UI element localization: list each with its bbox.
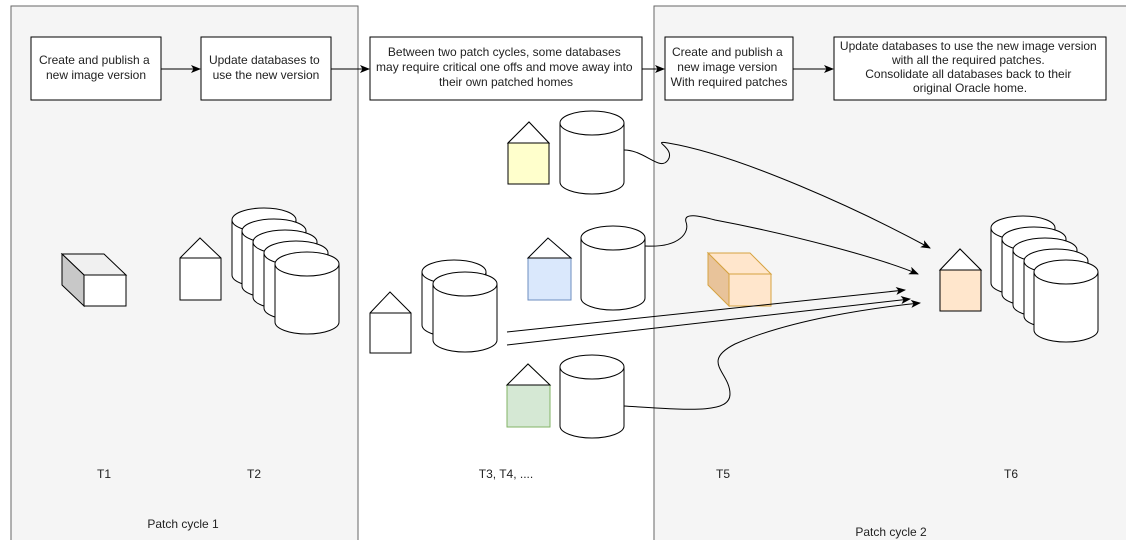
step-box-create-publish-text: Create and publish a new image version: [39, 53, 153, 82]
patch-cycle-2-label: Patch cycle 2: [855, 525, 927, 539]
oracle-home-icon: [179, 237, 222, 301]
database-icon: [559, 110, 625, 195]
arrow-main-to-consolidated-2: [506, 296, 911, 346]
step-box-create-publish: Create and publish a new image version: [30, 36, 162, 101]
step-box-create-publish-patches: Create and publish a new image version W…: [664, 36, 794, 101]
image-cube-patched-icon: [706, 251, 773, 308]
step-box-critical-one-offs-text: Between two patch cycles, some databases…: [376, 45, 636, 89]
patched-home-blue-icon: [526, 237, 573, 301]
step-box-consolidate: Update databases to use the new image ve…: [833, 36, 1107, 101]
timeline-label-t1: T1: [97, 467, 111, 481]
step-box-critical-one-offs: Between two patch cycles, some databases…: [369, 36, 643, 101]
database-stack-icon: [421, 259, 498, 353]
step-box-update-databases-text: Update databases to use the new version: [209, 53, 323, 82]
timeline-label-t2: T2: [247, 467, 261, 481]
patched-home-green-icon: [505, 363, 552, 428]
arrow-yellow-to-consolidated: [623, 141, 931, 249]
step-box-update-databases: Update databases to use the new version: [200, 36, 332, 101]
consolidated-home-icon: [938, 248, 983, 312]
database-icon: [559, 354, 625, 439]
patch-cycle-1-label: Patch cycle 1: [147, 517, 219, 531]
database-stack-icon: [231, 207, 340, 335]
timeline-label-t6: T6: [1004, 467, 1018, 481]
arrow-blue-to-consolidated: [644, 215, 919, 275]
arrow-main-to-consolidated-1: [506, 286, 906, 333]
timeline-label-t3: T3, T4, ....: [479, 467, 533, 481]
image-cube-icon: [60, 252, 128, 308]
database-icon: [580, 225, 646, 311]
timeline-label-t5: T5: [716, 467, 730, 481]
patched-home-yellow-icon: [506, 121, 551, 185]
step-box-create-publish-patches-text: Create and publish a new image version W…: [671, 45, 788, 89]
arrow-green-to-consolidated: [623, 299, 921, 410]
database-stack-icon: [990, 215, 1099, 343]
step-box-consolidate-text: Update databases to use the new image ve…: [840, 39, 1100, 95]
oracle-home-icon: [369, 291, 412, 354]
